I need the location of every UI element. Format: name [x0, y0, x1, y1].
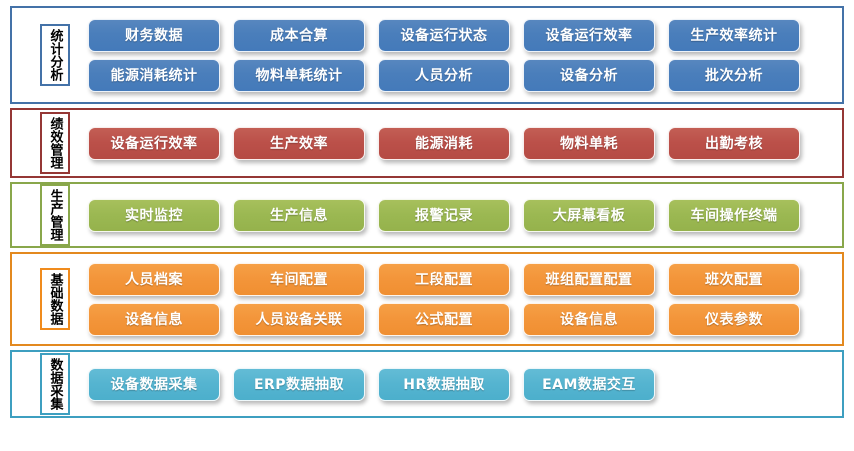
module-button-cost-accounting[interactable]: 成本合算 [233, 18, 365, 52]
section-label-performance-management: 绩效管理 [40, 112, 70, 174]
module-button-workshop-operation-terminal[interactable]: 车间操作终端 [668, 198, 800, 232]
button-row: 财务数据 成本合算 设备运行状态 设备运行效率 生产效率统计 [88, 18, 836, 52]
button-row: 人员档案 车间配置 工段配置 班组配置配置 班次配置 [88, 262, 836, 296]
module-button-batch-analysis[interactable]: 批次分析 [668, 58, 800, 92]
module-button-equipment-run-status[interactable]: 设备运行状态 [378, 18, 510, 52]
button-row: 实时监控 生产信息 报警记录 大屏幕看板 车间操作终端 [88, 198, 836, 232]
module-button-alarm-records[interactable]: 报警记录 [378, 198, 510, 232]
section-button-grid: 人员档案 车间配置 工段配置 班组配置配置 班次配置 设备信息 人员设备关联 公… [88, 262, 836, 336]
button-row: 设备信息 人员设备关联 公式配置 设备信息 仪表参数 [88, 302, 836, 336]
module-button-instrument-parameters[interactable]: 仪表参数 [668, 302, 800, 336]
module-button-equipment-run-efficiency[interactable]: 设备运行效率 [88, 126, 220, 160]
section-label-statistics-analysis: 统计分析 [40, 24, 70, 86]
module-button-personnel-analysis[interactable]: 人员分析 [378, 58, 510, 92]
module-button-energy-consumption[interactable]: 能源消耗 [378, 126, 510, 160]
module-button-hr-data-extraction[interactable]: HR数据抽取 [378, 367, 510, 401]
section-button-grid: 设备数据采集 ERP数据抽取 HR数据抽取 EAM数据交互 [88, 367, 836, 401]
module-button-large-screen-dashboard[interactable]: 大屏幕看板 [523, 198, 655, 232]
module-button-realtime-monitoring[interactable]: 实时监控 [88, 198, 220, 232]
module-button-personnel-equipment-link[interactable]: 人员设备关联 [233, 302, 365, 336]
module-button-section-configuration[interactable]: 工段配置 [378, 262, 510, 296]
button-row: 设备数据采集 ERP数据抽取 HR数据抽取 EAM数据交互 [88, 367, 836, 401]
module-button-shift-configuration[interactable]: 班次配置 [668, 262, 800, 296]
module-button-eam-data-interaction[interactable]: EAM数据交互 [523, 367, 655, 401]
section-button-grid: 实时监控 生产信息 报警记录 大屏幕看板 车间操作终端 [88, 198, 836, 232]
module-button-equipment-data-collection[interactable]: 设备数据采集 [88, 367, 220, 401]
module-button-material-unit-consumption-stats[interactable]: 物料单耗统计 [233, 58, 365, 92]
module-button-energy-consumption-stats[interactable]: 能源消耗统计 [88, 58, 220, 92]
section-button-grid: 设备运行效率 生产效率 能源消耗 物料单耗 出勤考核 [88, 126, 836, 160]
module-button-production-information[interactable]: 生产信息 [233, 198, 365, 232]
module-button-material-unit-consumption[interactable]: 物料单耗 [523, 126, 655, 160]
module-button-erp-data-extraction[interactable]: ERP数据抽取 [233, 367, 365, 401]
section-label-basic-data: 基础数据 [40, 268, 70, 330]
button-row: 设备运行效率 生产效率 能源消耗 物料单耗 出勤考核 [88, 126, 836, 160]
module-button-formula-configuration[interactable]: 公式配置 [378, 302, 510, 336]
section-button-grid: 财务数据 成本合算 设备运行状态 设备运行效率 生产效率统计 能源消耗统计 物料… [88, 18, 836, 92]
module-button-attendance-assessment[interactable]: 出勤考核 [668, 126, 800, 160]
section-performance-management: 绩效管理 设备运行效率 生产效率 能源消耗 物料单耗 出勤考核 [10, 108, 844, 178]
section-basic-data: 基础数据 人员档案 车间配置 工段配置 班组配置配置 班次配置 设备信息 人员设… [10, 252, 844, 346]
module-button-personnel-archive[interactable]: 人员档案 [88, 262, 220, 296]
module-button-team-configuration[interactable]: 班组配置配置 [523, 262, 655, 296]
section-label-data-collection: 数据采集 [40, 353, 70, 415]
module-button-equipment-run-efficiency[interactable]: 设备运行效率 [523, 18, 655, 52]
module-button-workshop-configuration[interactable]: 车间配置 [233, 262, 365, 296]
section-label-production-management: 生产管理 [40, 184, 70, 246]
module-button-production-efficiency[interactable]: 生产效率 [233, 126, 365, 160]
button-row: 能源消耗统计 物料单耗统计 人员分析 设备分析 批次分析 [88, 58, 836, 92]
section-statistics-analysis: 统计分析 财务数据 成本合算 设备运行状态 设备运行效率 生产效率统计 能源消耗… [10, 6, 844, 104]
module-button-equipment-analysis[interactable]: 设备分析 [523, 58, 655, 92]
module-button-equipment-information[interactable]: 设备信息 [88, 302, 220, 336]
module-button-financial-data[interactable]: 财务数据 [88, 18, 220, 52]
module-button-production-efficiency-stats[interactable]: 生产效率统计 [668, 18, 800, 52]
section-production-management: 生产管理 实时监控 生产信息 报警记录 大屏幕看板 车间操作终端 [10, 182, 844, 248]
module-button-equipment-information-2[interactable]: 设备信息 [523, 302, 655, 336]
section-data-collection: 数据采集 设备数据采集 ERP数据抽取 HR数据抽取 EAM数据交互 [10, 350, 844, 418]
